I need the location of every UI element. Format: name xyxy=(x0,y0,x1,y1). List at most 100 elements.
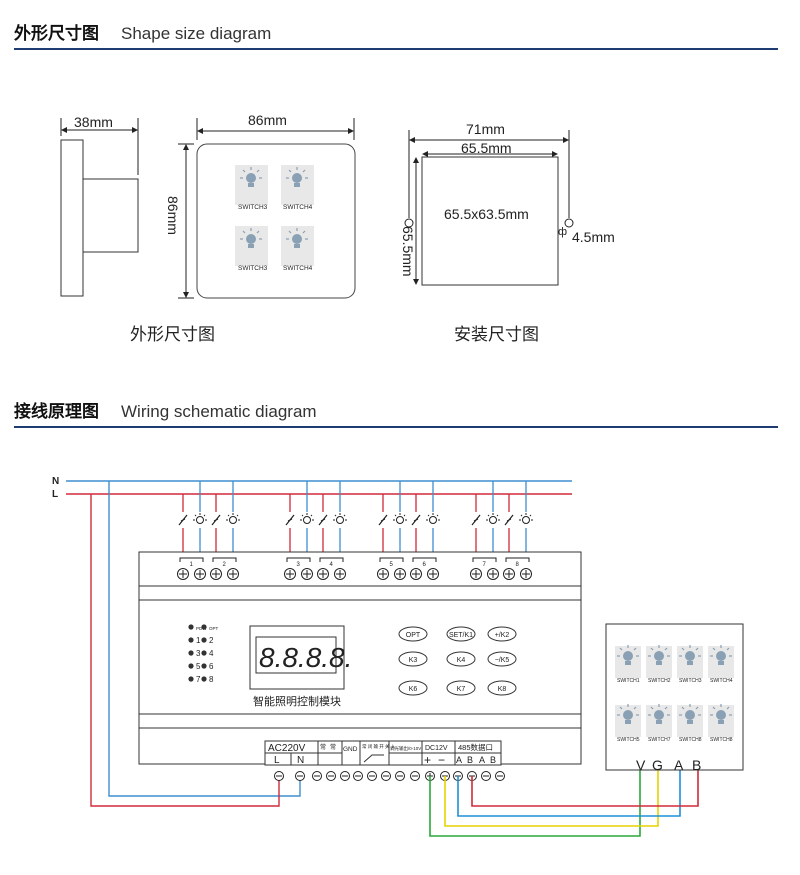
side-view: 38mm xyxy=(60,114,139,297)
svg-text:+/K2: +/K2 xyxy=(495,632,510,639)
key-k6[interactable]: K6 xyxy=(398,680,428,696)
hole-prefix: ф xyxy=(558,226,567,238)
relay-number: 2 xyxy=(223,562,227,568)
svg-text:PDW: PDW xyxy=(196,626,207,631)
dim-install-size: 65.5x63.5mm xyxy=(444,206,529,222)
svg-text:SWITCH3: SWITCH3 xyxy=(238,204,268,211)
key--k2[interactable]: +/K2 xyxy=(487,626,517,642)
label-in1: 常 xyxy=(320,743,326,751)
relay-1: 1 xyxy=(179,557,204,568)
label-in2: 常 xyxy=(330,743,336,751)
terminal-b: B xyxy=(692,757,701,773)
bottom-terminal xyxy=(340,771,350,781)
relay-number: 5 xyxy=(390,562,394,568)
screw-terminal xyxy=(520,568,532,580)
label-l: L xyxy=(274,755,280,766)
indicator-1: 1 xyxy=(188,636,201,645)
key-k7[interactable]: K7 xyxy=(446,680,476,696)
remote-button-switch8[interactable]: SWITCH8 xyxy=(708,703,734,743)
bottom-terminal xyxy=(395,771,405,781)
svg-text:SWITCH3: SWITCH3 xyxy=(679,678,702,684)
key-set-k1[interactable]: SET/K1 xyxy=(446,626,476,642)
svg-text:SWITCH8: SWITCH8 xyxy=(679,737,702,743)
remote-button-switch1[interactable]: SWITCH1 xyxy=(615,644,641,684)
relay-number: 3 xyxy=(297,562,301,568)
label-gnd: GND xyxy=(343,746,358,753)
relay-7: 7 xyxy=(472,557,497,568)
svg-text:OPT: OPT xyxy=(209,626,219,631)
indicator-4: 4 xyxy=(201,649,214,658)
label-a2: A xyxy=(479,755,485,765)
indicator-2: 2 xyxy=(201,636,214,645)
screw-terminal xyxy=(194,568,206,580)
label-n: N xyxy=(297,755,304,766)
screw-terminal xyxy=(394,568,406,580)
bus-lines: N L xyxy=(52,476,572,807)
svg-text:SWITCH5: SWITCH5 xyxy=(617,737,640,743)
screw-terminal xyxy=(377,568,389,580)
relay-number: 1 xyxy=(190,562,194,568)
bottom-terminal xyxy=(410,771,420,781)
section-title-cn: 接线原理图 xyxy=(14,402,99,422)
remote-button-switch8[interactable]: SWITCH8 xyxy=(677,703,703,743)
relay-number: 6 xyxy=(423,562,427,568)
svg-text:K7: K7 xyxy=(457,686,466,693)
control-module: 8.8.8.8. 智能照明控制模块 xyxy=(138,551,582,765)
remote-button-switch4[interactable]: SWITCH4 xyxy=(708,644,734,684)
svg-text:4: 4 xyxy=(209,649,214,658)
key--k5[interactable]: −/K5 xyxy=(487,651,517,667)
svg-text:K4: K4 xyxy=(457,657,466,664)
bus-wires-to-panel xyxy=(429,770,699,837)
key-k8[interactable]: K8 xyxy=(487,680,517,696)
screw-terminal xyxy=(427,568,439,580)
remote-button-switch7[interactable]: SWITCH7 xyxy=(646,703,672,743)
svg-text:7: 7 xyxy=(196,675,201,684)
remote-button-switch5[interactable]: SWITCH5 xyxy=(615,703,641,743)
screw-terminal xyxy=(301,568,313,580)
dim-install-height: 65.5mm xyxy=(400,226,416,277)
label-switch-input: 常 闭 输 开 关 入 xyxy=(362,743,396,750)
label-a1: A xyxy=(456,755,462,765)
svg-text:SWITCH4: SWITCH4 xyxy=(710,678,733,684)
section-title-en: Shape size diagram xyxy=(121,24,272,43)
remote-terminal-labels: V G A B xyxy=(636,757,701,773)
panel-button-1: SWITCH3 xyxy=(235,165,268,211)
module-name: 智能照明控制模块 xyxy=(253,694,341,708)
remote-button-switch3[interactable]: SWITCH3 xyxy=(677,644,703,684)
key-k4[interactable]: K4 xyxy=(446,651,476,667)
bottom-terminals xyxy=(274,771,505,781)
dim-hole-size: 4.5mm xyxy=(572,229,615,245)
dim-install-width: 71mm xyxy=(466,121,505,137)
svg-text:K6: K6 xyxy=(409,686,418,693)
section-header-shape: 外形尺寸图 Shape size diagram xyxy=(14,19,271,44)
relay-5: 5 xyxy=(379,557,404,568)
bottom-terminal xyxy=(381,771,391,781)
svg-text:1: 1 xyxy=(196,636,201,645)
relay-6: 6 xyxy=(412,557,437,568)
bottom-terminal xyxy=(326,771,336,781)
svg-text:K8: K8 xyxy=(498,686,507,693)
svg-text:6: 6 xyxy=(209,662,214,671)
screw-terminal xyxy=(210,568,222,580)
install-view: 71mm 65.5mm 65.5x63.5mm 65.5mm ф 4.5mm xyxy=(400,121,615,286)
bottom-terminal xyxy=(367,771,377,781)
relay-2: 2 xyxy=(212,557,237,568)
remote-switch-panel xyxy=(605,623,744,771)
remote-button-switch2[interactable]: SWITCH2 xyxy=(646,644,672,684)
bottom-terminal xyxy=(353,771,363,781)
front-view: 86mm 86mm SWITCH3 SWITCH4 SWITCH3 SWITCH… xyxy=(165,112,356,299)
terminal-g: G xyxy=(652,757,663,773)
key-opt[interactable]: OPT xyxy=(398,626,428,642)
segment-display: 8.8.8.8. xyxy=(259,642,352,673)
indicator-6: 6 xyxy=(201,662,214,671)
key-k3[interactable]: K3 xyxy=(398,651,428,667)
bottom-terminal xyxy=(295,771,305,781)
label-b1: B xyxy=(467,755,473,765)
screw-terminal xyxy=(470,568,482,580)
section-header-wiring: 接线原理图 Wiring schematic diagram xyxy=(14,397,317,422)
